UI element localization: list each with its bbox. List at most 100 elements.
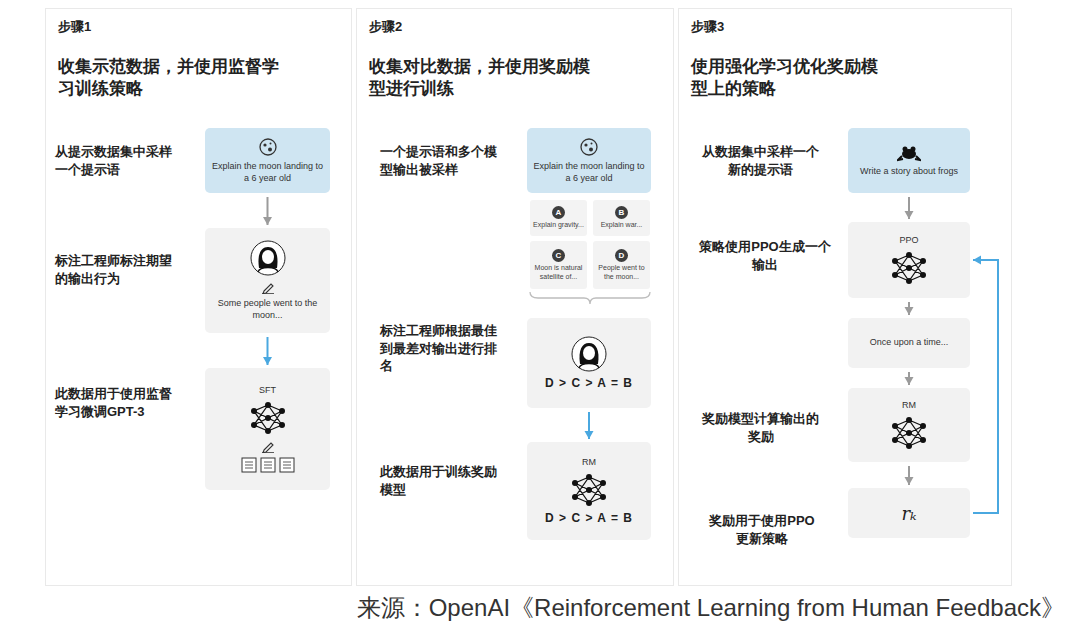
step-description: 从提示数据集中采样一个提示语 [55, 143, 180, 178]
option-letter: C [552, 249, 565, 262]
arrow-head [585, 431, 594, 439]
icon-shape [898, 156, 920, 160]
icon-shape [892, 417, 926, 449]
arrow-head [905, 477, 914, 485]
net-icon [248, 401, 288, 435]
icon-shape [279, 422, 285, 428]
moon-icon [579, 137, 599, 157]
frog-icon [897, 144, 921, 162]
icon-shape [262, 293, 274, 294]
icon-shape [581, 139, 597, 155]
icon-shape [268, 148, 272, 152]
step-panel: 步骤3使用强化学习优化奖励模型上的策略Write a story about f… [678, 8, 1012, 586]
icon-shape [895, 420, 923, 446]
icon-shape [575, 477, 603, 503]
step-description: 奖励用于使用PPO更新策略 [704, 512, 820, 547]
icon-shape [254, 405, 282, 431]
icon-shape [591, 143, 593, 145]
flow-arrow [905, 372, 914, 385]
step-number: 步骤2 [369, 18, 685, 36]
icon-shape [263, 284, 273, 294]
flow-arrow [905, 302, 914, 315]
step-panel: 步骤2收集对比数据，并使用奖励模型进行训练Explain the moon la… [356, 8, 674, 586]
icon-shape [258, 247, 277, 268]
icon-shape [920, 423, 926, 429]
icon-shape [920, 258, 926, 264]
arrow-head [263, 357, 272, 365]
icon-shape [269, 143, 271, 145]
box-text: rₖ [901, 503, 916, 524]
box-text: Some people went to the moon... [211, 298, 324, 321]
arrow-head [263, 217, 272, 225]
process-box: RM [848, 388, 970, 462]
box-text: Write a story about frogs [860, 166, 958, 177]
icon-shape [251, 422, 257, 428]
step-panel: 步骤1收集示范数据，并使用监督学习训练策略Explain the moon la… [45, 8, 352, 586]
step-description: 此数据用于使用监督学习微调GPT-3 [55, 385, 180, 420]
moon-icon [258, 137, 278, 157]
step-number: 步骤3 [691, 18, 1023, 36]
step-description: 奖励模型计算输出的奖励 [698, 410, 823, 445]
ranking-text: D > C > A = B [545, 376, 633, 390]
icon-shape [892, 272, 898, 278]
icon-shape [572, 480, 578, 486]
icon-shape [251, 402, 285, 434]
person-icon [571, 336, 607, 372]
icon-shape [265, 402, 271, 408]
icon-shape [572, 494, 578, 500]
process-box: SFT [205, 368, 330, 490]
step-description: 此数据用于训练奖励模型 [380, 463, 505, 498]
icon-shape [572, 337, 606, 371]
arrow-head [905, 377, 914, 385]
box-text: SFT [259, 385, 276, 396]
box-text: Explain gravity... [533, 221, 584, 229]
net-icon [569, 473, 609, 507]
icon-shape [906, 417, 912, 423]
icon-shape [600, 494, 606, 500]
box-text: Explain war... [601, 221, 643, 229]
icon-shape [279, 408, 285, 414]
icon-shape [920, 272, 926, 278]
icon-shape [906, 443, 912, 449]
net-icon [889, 416, 929, 450]
step-description: 从数据集中采样一个新的提示语 [698, 143, 823, 178]
icon-shape [584, 144, 587, 147]
icon-shape [906, 252, 912, 258]
arrow-line [973, 260, 998, 513]
box-text: Explain the moon landing to a 6 year old [533, 161, 645, 184]
icon-shape [895, 255, 923, 281]
process-box: PPO [848, 222, 970, 298]
icon-shape [892, 437, 898, 443]
box-text: Once upon a time... [870, 337, 949, 348]
group-brace [530, 292, 650, 304]
box-text: RM [902, 400, 916, 411]
icon-shape [254, 405, 282, 431]
icon-shape [245, 462, 291, 468]
icon-shape [262, 452, 274, 453]
flow-arrow [263, 197, 272, 225]
icon-shape [920, 437, 926, 443]
icon-shape [906, 278, 912, 284]
process-box: D > C > A = B [527, 318, 651, 408]
icon-shape [586, 487, 592, 493]
flow-arrow [905, 466, 914, 485]
icon-shape [586, 474, 592, 480]
icon-shape [903, 146, 908, 151]
icon-shape [265, 428, 271, 434]
icon-shape [251, 241, 285, 275]
icon-shape [892, 423, 898, 429]
icon-shape [251, 408, 257, 414]
icon-shape [572, 474, 606, 506]
icon-shape [589, 148, 593, 152]
icon-shape [906, 265, 912, 271]
step-heading: 使用强化学习优化奖励模型上的策略 [691, 56, 887, 100]
arrow-head [973, 256, 981, 265]
option-letter: D [615, 249, 628, 262]
icon-shape [600, 480, 606, 486]
step-heading: 收集对比数据，并使用奖励模型进行训练 [369, 56, 599, 100]
step-description: 一个提示语和多个模型输出被采样 [380, 143, 505, 178]
step-number: 步骤1 [58, 18, 363, 36]
pencil-icon [261, 280, 275, 294]
person-icon [250, 240, 286, 276]
